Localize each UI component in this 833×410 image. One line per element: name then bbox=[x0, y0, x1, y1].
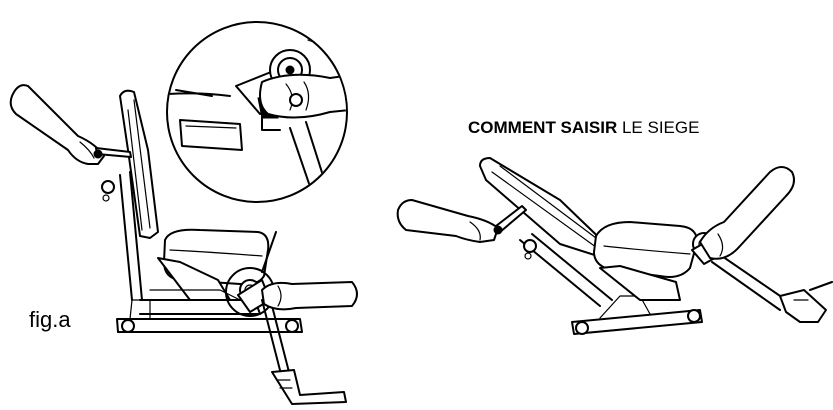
backrest bbox=[119, 89, 159, 239]
detail-magnified-view bbox=[166, 21, 348, 203]
footrest bbox=[271, 369, 347, 405]
base-frame-right bbox=[571, 309, 703, 335]
right-hand-upper bbox=[699, 166, 795, 260]
seat-cushion-right bbox=[593, 221, 698, 278]
leg-tube-right bbox=[715, 251, 787, 301]
hand-detail bbox=[259, 71, 346, 119]
right-hand bbox=[261, 281, 358, 311]
reclined-seat-machine bbox=[396, 157, 833, 335]
caption-rest: LE SIEGE bbox=[617, 118, 700, 137]
left-arm bbox=[9, 84, 105, 165]
base-frame bbox=[116, 318, 303, 333]
upright-seat-machine bbox=[9, 84, 358, 405]
backrest-right bbox=[479, 157, 613, 259]
caption-title: COMMENT SAISIR LE SIEGE bbox=[468, 118, 699, 138]
footrest-right bbox=[779, 289, 827, 323]
figure-label: fig.a bbox=[29, 307, 71, 332]
leg-tube bbox=[261, 299, 283, 379]
left-arm-right bbox=[396, 199, 499, 243]
caption-bold: COMMENT SAISIR bbox=[468, 118, 618, 137]
